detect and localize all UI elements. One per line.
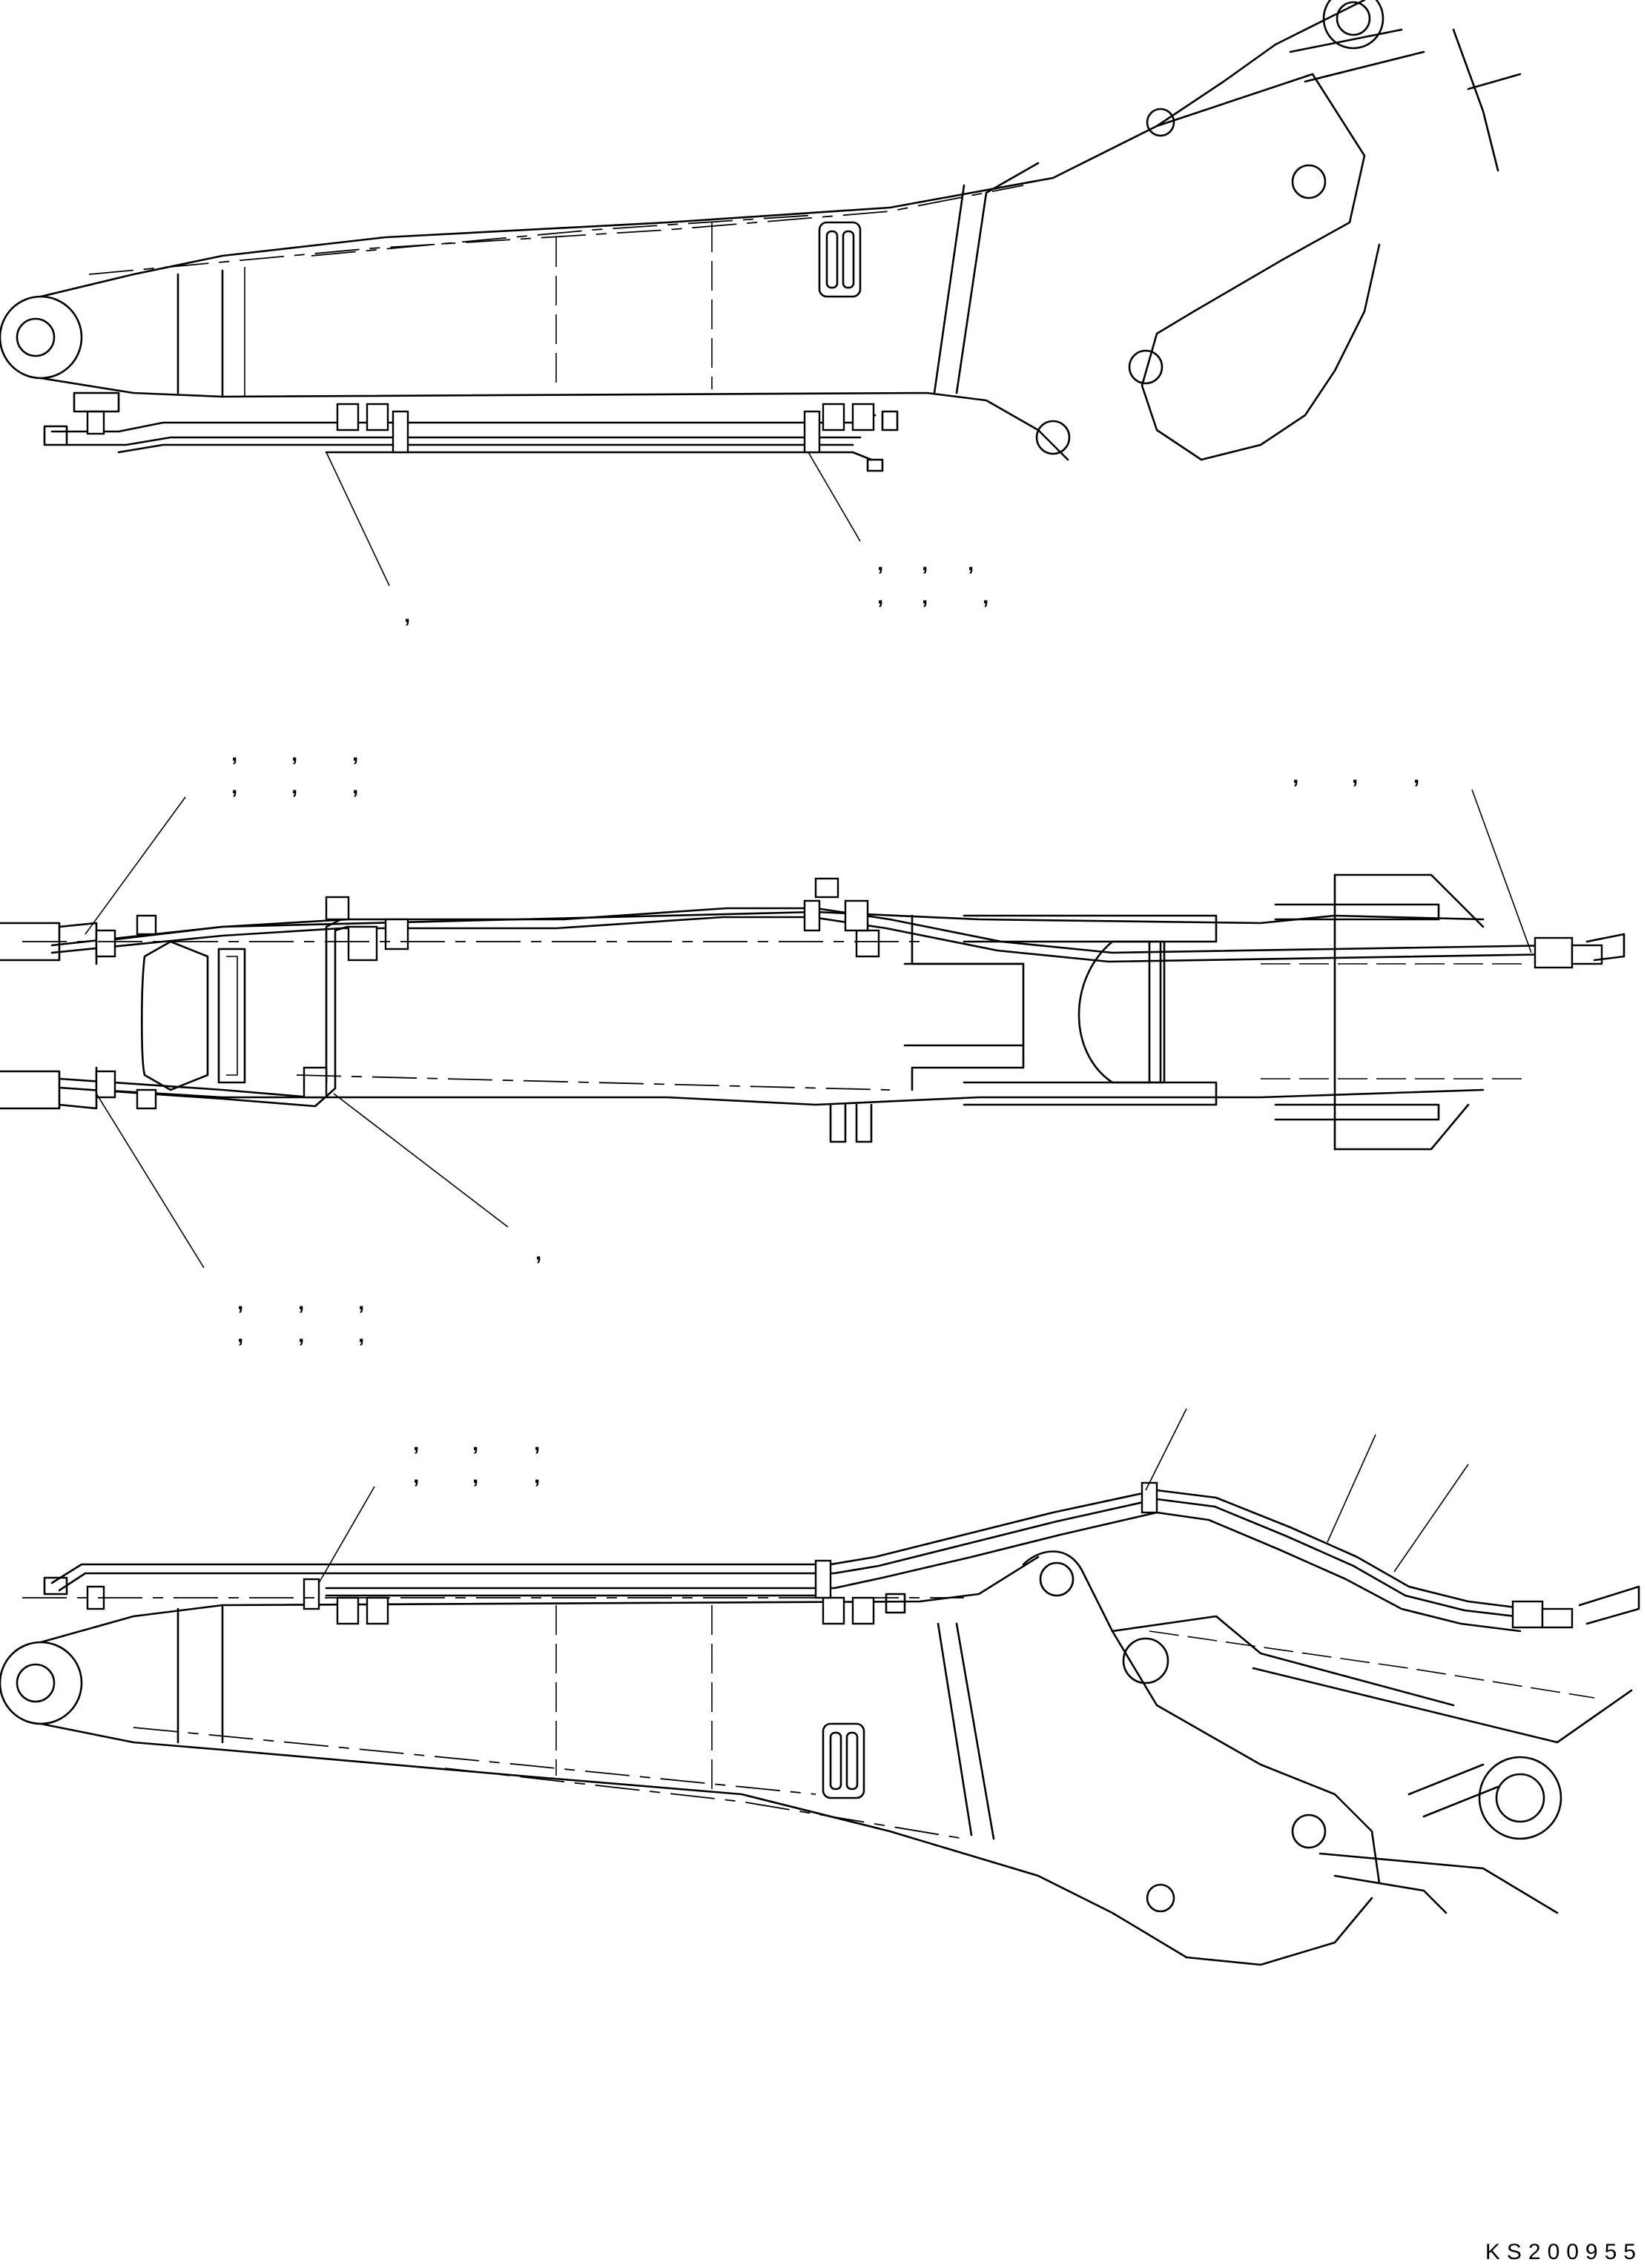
callout-plan-upper-right-1: , — [1293, 764, 1299, 788]
callout-bottom-upper-2: , — [472, 1431, 479, 1455]
callout-plan-center-1: , — [535, 1240, 542, 1265]
callout-bottom-upper-3: , — [534, 1431, 541, 1455]
callout-plan-upper-left-3: , — [352, 741, 359, 766]
callout-plan-upper-left-1: , — [231, 741, 238, 766]
drawing-code-label: KS200955 — [1485, 2240, 1643, 2264]
callout-plan-lower-left-2: , — [298, 1290, 305, 1315]
callout-plan-lower-left-5: , — [298, 1323, 305, 1347]
callout-plan-lower-left-4: , — [237, 1323, 244, 1347]
callout-bottom-upper-6: , — [534, 1464, 541, 1488]
callout-plan-upper-left-5: , — [291, 774, 298, 799]
bottom-side-view — [0, 1408, 1640, 1966]
callout-top-right-6: , — [983, 584, 989, 609]
callout-bottom-upper-5: , — [472, 1464, 479, 1488]
plan-view — [0, 789, 1625, 1269]
callout-plan-upper-right-2: , — [1352, 764, 1359, 788]
callout-plan-upper-left-4: , — [231, 774, 238, 799]
callout-plan-lower-left-3: , — [358, 1290, 365, 1315]
callout-top-right-1: , — [877, 551, 884, 575]
callout-bottom-upper-1: , — [413, 1431, 420, 1455]
callout-top-right-2: , — [922, 551, 928, 575]
callout-plan-upper-right-3: , — [1413, 764, 1420, 788]
callout-top-right-5: , — [922, 584, 928, 609]
callout-top-left-1: , — [404, 603, 411, 627]
callout-plan-lower-left-6: , — [358, 1323, 365, 1347]
callout-plan-lower-left-1: , — [237, 1290, 244, 1315]
callout-top-right-4: , — [877, 584, 884, 609]
top-side-view — [0, 0, 1522, 586]
callout-plan-upper-left-2: , — [291, 741, 298, 766]
callout-top-right-3: , — [968, 551, 974, 575]
callout-plan-upper-left-6: , — [352, 774, 359, 799]
callout-bottom-upper-4: , — [413, 1464, 420, 1488]
